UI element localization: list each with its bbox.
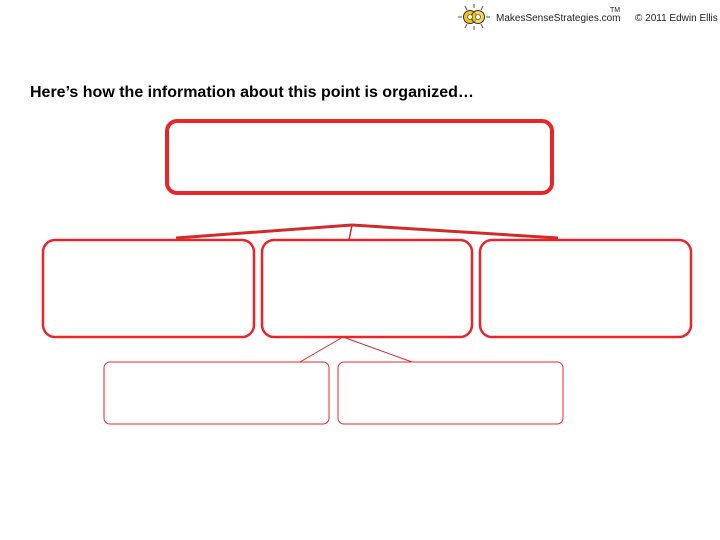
bottom-connector-right [342,336,413,363]
trademark-symbol: TM [610,7,621,14]
page-title: Here’s how the information about this po… [30,84,474,101]
bottom-connector-left [299,336,344,363]
detail-box-3[interactable] [478,238,693,339]
sun-eyes-logo-icon [458,4,490,30]
sub-detail-box-1[interactable] [103,361,330,425]
top-connectors [175,223,559,241]
header: MakesSenseStrategies.com TM © 2011 Edwin… [456,3,718,31]
sub-detail-box-2[interactable] [337,361,564,425]
detail-box-1[interactable] [41,238,256,339]
detail-box-2[interactable] [260,238,474,339]
top-connector-bracket [175,223,559,240]
copyright-text: © 2011 Edwin Ellis [635,13,718,24]
bottom-connectors [299,336,413,363]
main-idea-box[interactable] [165,119,554,195]
brand-url: MakesSenseStrategies.com [496,13,621,24]
top-connector-stem [348,224,353,241]
